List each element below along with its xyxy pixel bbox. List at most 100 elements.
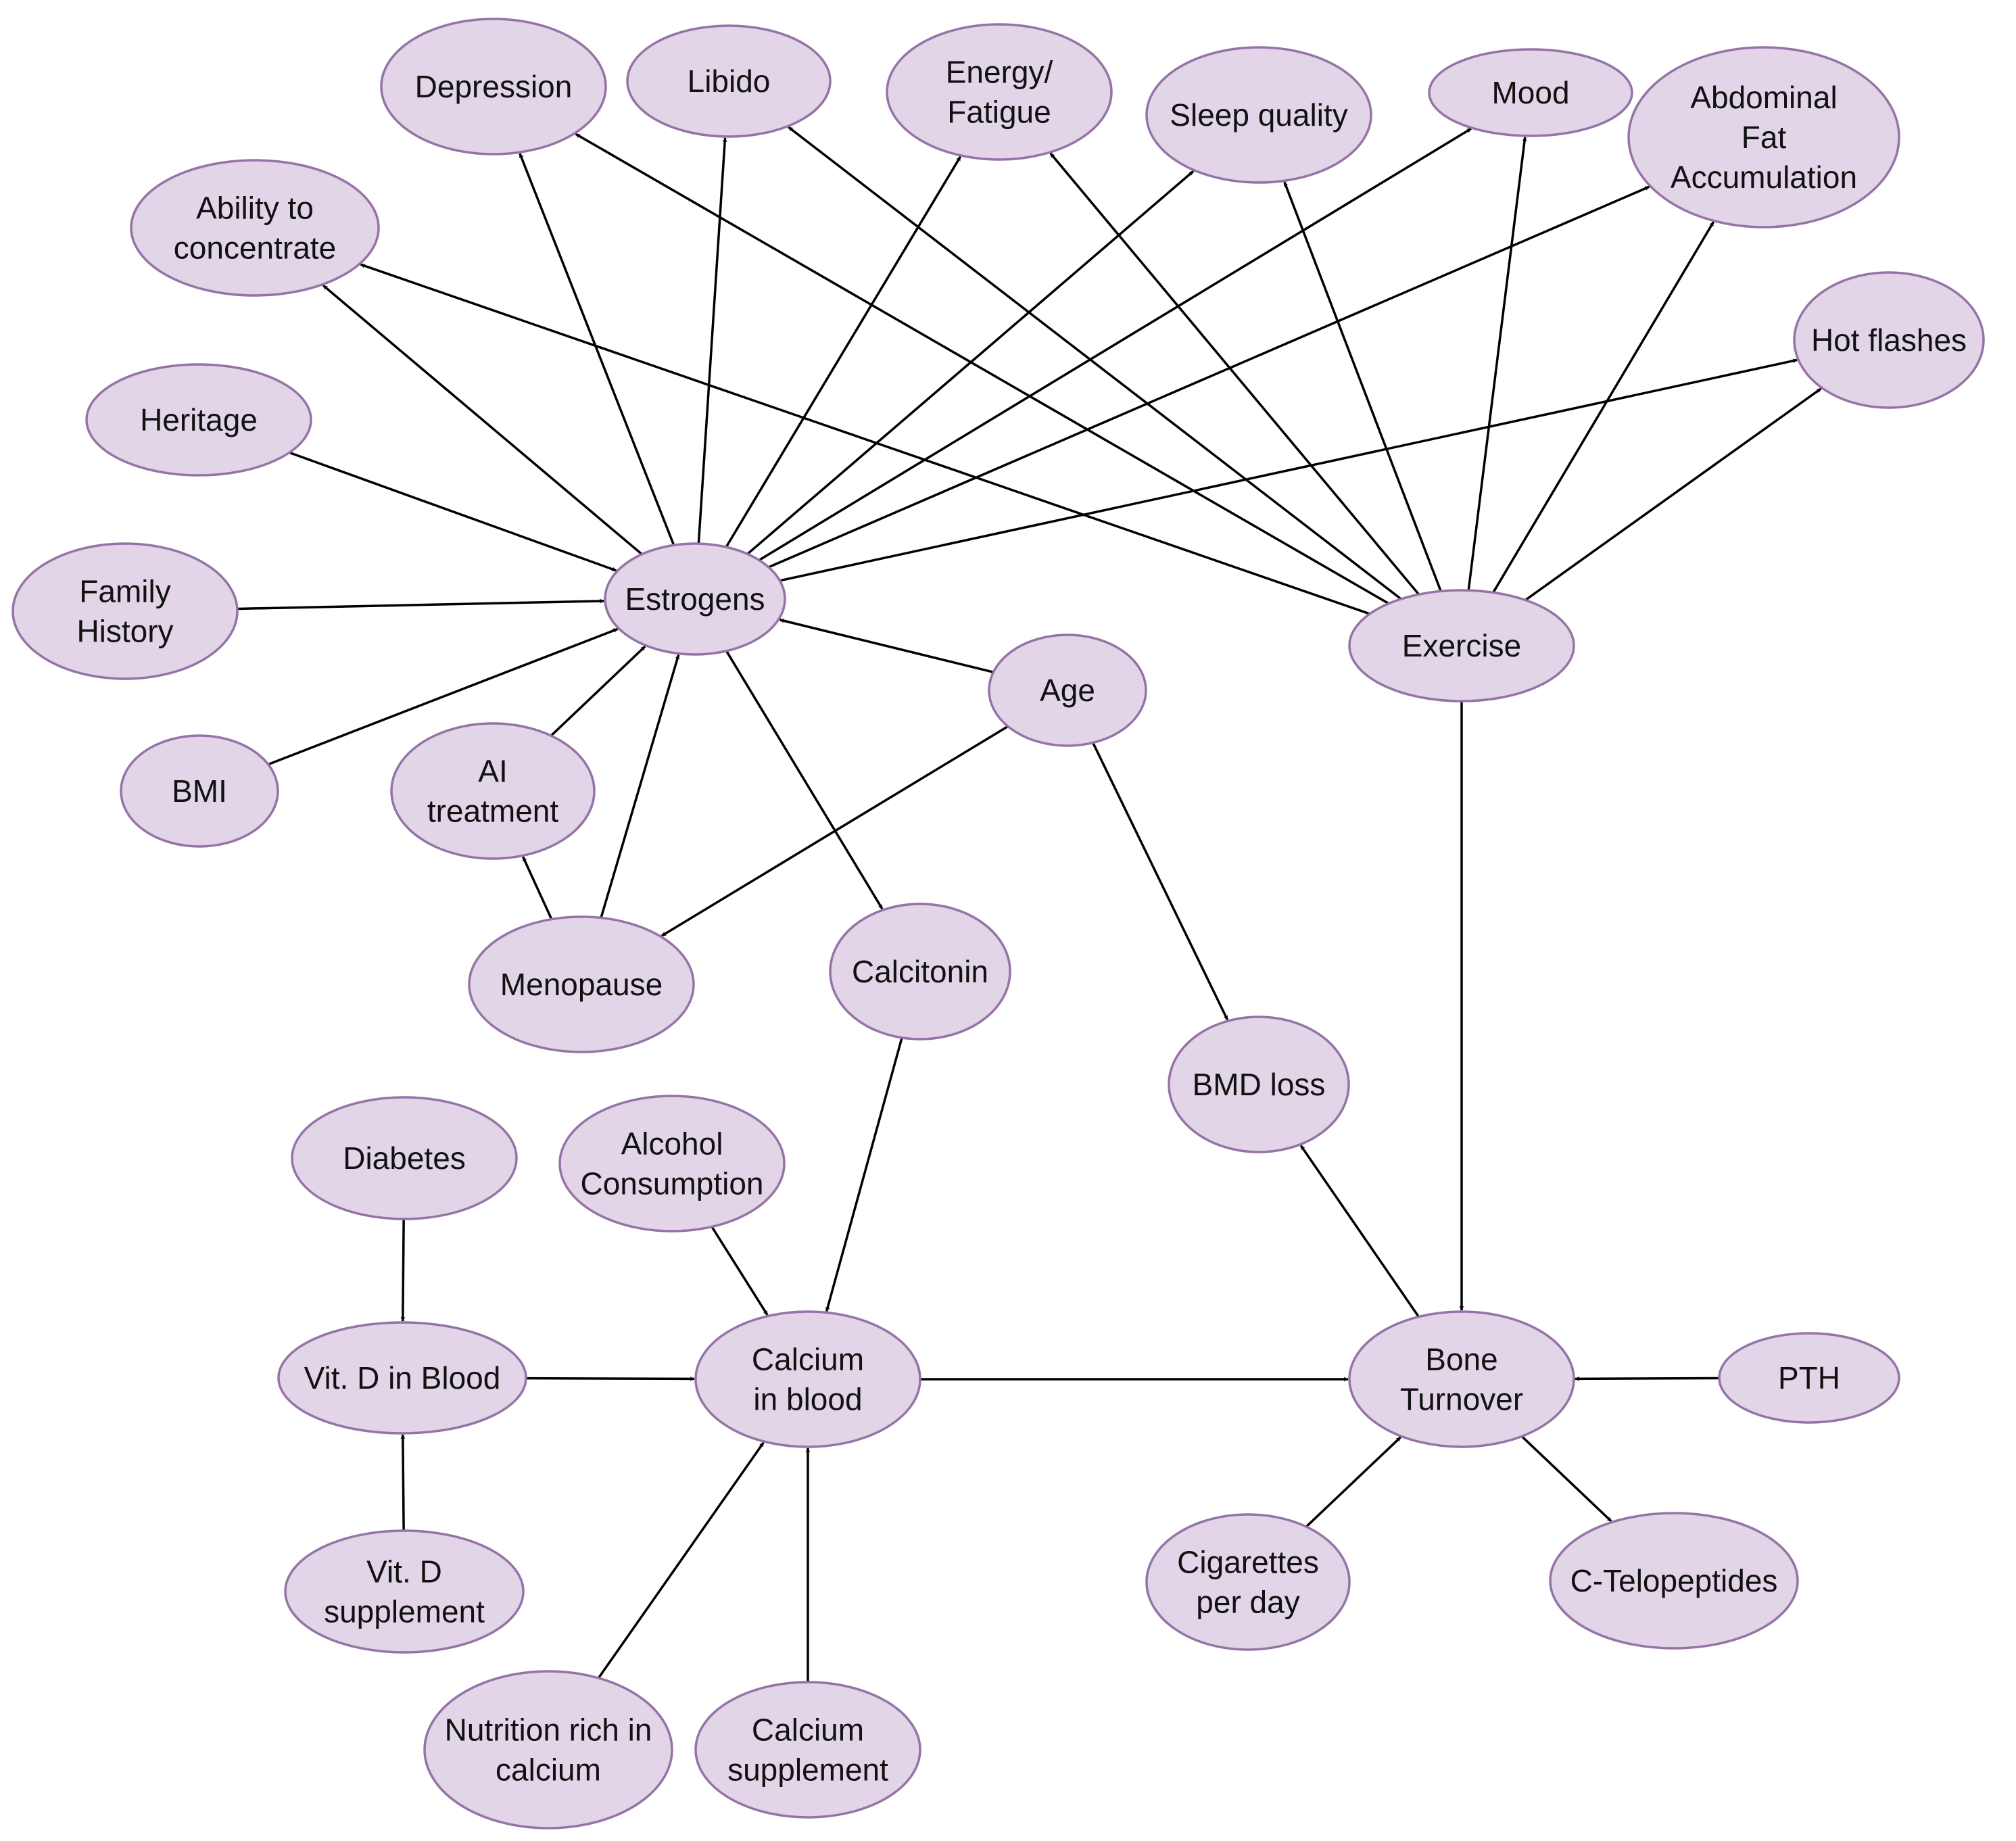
edge-estrogens-to-hotflashes xyxy=(779,358,1798,582)
node-shape xyxy=(291,1096,518,1220)
edge-calcitonin-to-calciumblood xyxy=(825,1037,903,1312)
node-shape xyxy=(694,1310,921,1448)
node-label: Sleep quality xyxy=(1170,97,1347,133)
node-label: Diabetes xyxy=(343,1141,466,1176)
node-label: Alcohol xyxy=(621,1126,723,1162)
edge-estrogens-to-libido xyxy=(697,137,727,544)
node-label: concentrate xyxy=(174,231,336,266)
node-label: in blood xyxy=(753,1382,862,1417)
node-shape xyxy=(1145,46,1372,184)
node-label: supplement xyxy=(727,1752,888,1788)
node-mood[interactable]: Mood xyxy=(1428,48,1633,137)
node-shape xyxy=(1793,271,1985,409)
edge-cigarettes-to-boneturnover xyxy=(1305,1436,1401,1528)
edge-age-to-bmdloss xyxy=(1092,742,1229,1021)
edge-boneturnover-to-ctelo xyxy=(1520,1435,1612,1523)
node-shape xyxy=(886,23,1113,161)
node-heritage[interactable]: Heritage xyxy=(85,363,312,477)
node-label: History xyxy=(76,614,173,649)
node-label: Vit. D in Blood xyxy=(304,1360,501,1395)
node-label: calcium xyxy=(496,1752,601,1788)
edge-age-to-estrogens xyxy=(779,618,994,673)
node-label: Menopause xyxy=(500,967,663,1002)
node-label: PTH xyxy=(1778,1360,1840,1395)
node-label: Energy/ xyxy=(946,55,1053,90)
node-age[interactable]: Age xyxy=(988,633,1147,747)
node-label: Accumulation xyxy=(1671,160,1857,195)
node-shape xyxy=(626,24,832,138)
node-label: Bone xyxy=(1425,1342,1497,1377)
edges-layer xyxy=(237,126,1822,1682)
edge-ai-to-estrogens xyxy=(550,645,646,737)
node-vitdblood[interactable]: Vit. D in Blood xyxy=(277,1321,527,1435)
node-estrogens[interactable]: Estrogens xyxy=(604,542,786,656)
node-diabetes[interactable]: Diabetes xyxy=(291,1096,518,1220)
node-label: Family xyxy=(79,574,170,609)
node-shape xyxy=(284,1529,525,1654)
node-label: Depression xyxy=(415,69,573,104)
node-label: Calcium xyxy=(752,1342,864,1377)
node-shape xyxy=(423,1670,673,1830)
node-energy[interactable]: Energy/Fatigue xyxy=(886,23,1113,161)
node-label: Hot flashes xyxy=(1811,322,1967,358)
node-sleep[interactable]: Sleep quality xyxy=(1145,46,1372,184)
node-depression[interactable]: Depression xyxy=(380,18,607,156)
node-shape xyxy=(1718,1332,1900,1424)
node-ctelo[interactable]: C-Telopeptides xyxy=(1549,1512,1799,1650)
edge-bmi-to-estrogens xyxy=(268,627,619,766)
node-shape xyxy=(1549,1512,1799,1650)
node-shape xyxy=(130,159,380,297)
node-calcitonin[interactable]: Calcitonin xyxy=(829,903,1011,1041)
node-shape xyxy=(380,18,607,156)
edge-heritage-to-estrogens xyxy=(289,451,617,572)
node-concentrate[interactable]: Ability to concentrate xyxy=(130,159,380,297)
node-shape xyxy=(1168,1015,1350,1153)
node-shape xyxy=(277,1321,527,1435)
node-shape xyxy=(1145,1513,1351,1651)
node-pth[interactable]: PTH xyxy=(1718,1332,1900,1424)
edge-estrogens-to-mood xyxy=(758,127,1472,562)
edge-exercise-to-energy xyxy=(1049,152,1420,596)
node-menopause[interactable]: Menopause xyxy=(468,915,695,1053)
node-shape xyxy=(468,915,695,1053)
node-label: per day xyxy=(1196,1585,1299,1620)
edge-exercise-to-sleep xyxy=(1283,181,1442,592)
node-shape xyxy=(1348,589,1575,702)
edge-exercise-to-hotflashes xyxy=(1525,387,1822,601)
node-bmi[interactable]: BMI xyxy=(120,734,279,848)
node-calciumblood[interactable]: Calcium in blood xyxy=(694,1310,921,1448)
node-label: Heritage xyxy=(140,402,258,437)
node-exercise[interactable]: Exercise xyxy=(1348,589,1575,702)
node-libido[interactable]: Libido xyxy=(626,24,832,138)
node-hotflashes[interactable]: Hot flashes xyxy=(1793,271,1985,409)
edge-exercise-to-libido xyxy=(788,126,1402,600)
edge-estrogens-to-calcitonin xyxy=(725,650,884,910)
edge-menopause-to-ai xyxy=(522,856,553,920)
node-label: BMI xyxy=(172,773,227,809)
edge-boneturnover-to-bmdloss xyxy=(1299,1145,1420,1318)
edge-alcohol-to-calciumblood xyxy=(711,1226,769,1316)
node-label: Libido xyxy=(688,64,771,99)
node-label: C-Telopeptides xyxy=(1570,1563,1778,1598)
node-label: BMD loss xyxy=(1193,1067,1326,1102)
node-label: Calcitonin xyxy=(852,954,988,989)
node-label: Fat xyxy=(1742,120,1787,155)
node-shape xyxy=(829,903,1011,1041)
node-label: Estrogens xyxy=(625,581,765,617)
node-label: treatment xyxy=(427,794,559,829)
node-label: Ability to xyxy=(196,191,314,226)
node-bmdloss[interactable]: BMD loss xyxy=(1168,1015,1350,1153)
edge-exercise-to-depression xyxy=(575,133,1389,605)
node-shape xyxy=(1348,1310,1575,1448)
